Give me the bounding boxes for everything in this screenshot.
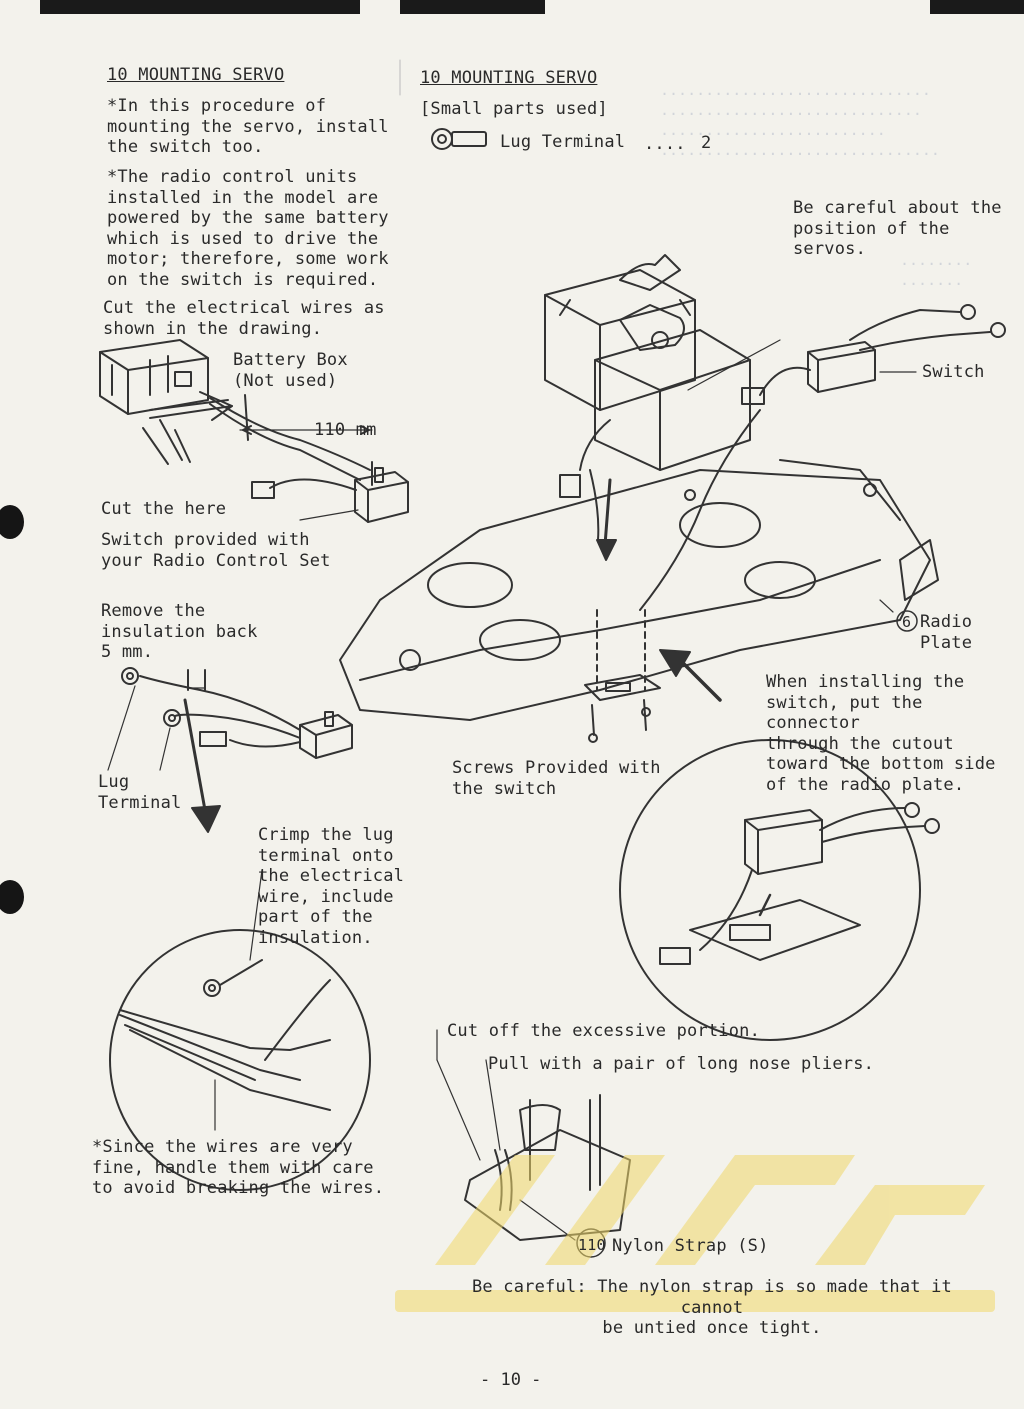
bleed-through-text: ........ .......: [900, 251, 973, 289]
switch-provided-label: Switch provided with your Radio Control …: [101, 530, 331, 571]
switch-illustration-1: [251, 467, 409, 523]
note-install-switch: *In this procedure of mounting the servo…: [107, 96, 389, 157]
nylon-strap-label: Nylon Strap (S): [612, 1236, 769, 1256]
part-dots: ....: [644, 134, 686, 154]
radio-plate-illustration: [339, 459, 939, 721]
switch-illustration-2: [107, 667, 353, 771]
servo-illustration-1: [544, 254, 696, 411]
part-quantity: 2: [701, 133, 712, 153]
servo-illustration-2: [594, 304, 751, 471]
careful-strap-note: Be careful: The nylon strap is so made t…: [471, 1277, 952, 1338]
right-section-title: 10 MOUNTING SERVO: [420, 68, 598, 88]
pull-instruction: Pull with a pair of long nose pliers.: [488, 1054, 875, 1074]
bleed-through-text: .............................. .........…: [660, 81, 940, 159]
left-section-title: 10 MOUNTING SERVO: [107, 65, 285, 85]
battery-box-label: Battery Box (Not used): [233, 350, 348, 391]
watermark-logo: [395, 1155, 995, 1312]
screws-label: Screws Provided with the switch: [452, 758, 661, 799]
lug-terminal-label: Lug Terminal: [98, 772, 182, 813]
scan-top-edge: [0, 0, 1024, 14]
nylon-strap-number: 110: [578, 1236, 606, 1254]
small-parts-heading: [Small parts used]: [420, 99, 608, 119]
binder-hole-top: [0, 505, 24, 539]
radio-plate-label: Radio Plate: [920, 612, 973, 653]
binder-hole-bottom: [0, 880, 24, 914]
fine-wires-note: *Since the wires are very fine, handle t…: [92, 1137, 385, 1198]
careful-servo-position: Be careful about the position of the ser…: [793, 198, 1002, 259]
switch-illustration-3: [639, 304, 1006, 611]
switch-label: Switch: [922, 362, 985, 382]
cut-wires-instruction: Cut the electrical wires as shown in the…: [103, 298, 385, 339]
crimp-illustration: [109, 869, 371, 1191]
page-number: - 10 -: [480, 1370, 542, 1390]
wire-length-label: 110 mm: [314, 420, 377, 440]
radio-plate-number: 6: [902, 613, 912, 631]
note-battery-power: *The radio control units installed in th…: [107, 167, 389, 290]
install-switch-instruction: When installing the switch, put the conn…: [766, 672, 996, 795]
battery-box-illustration: [99, 339, 209, 415]
remove-insulation-label: Remove the insulation back 5 mm.: [101, 601, 258, 662]
scissors-illustration: [142, 391, 233, 465]
cut-off-instruction: Cut off the excessive portion.: [447, 1021, 761, 1041]
part-name: Lug Terminal: [500, 132, 626, 152]
crimp-instruction: Crimp the lug terminal onto the electric…: [258, 825, 405, 948]
switch-cutout-inset: [619, 739, 940, 1041]
lug-terminal-icon: [431, 128, 487, 150]
cut-here-label: Cut the here: [101, 499, 227, 519]
